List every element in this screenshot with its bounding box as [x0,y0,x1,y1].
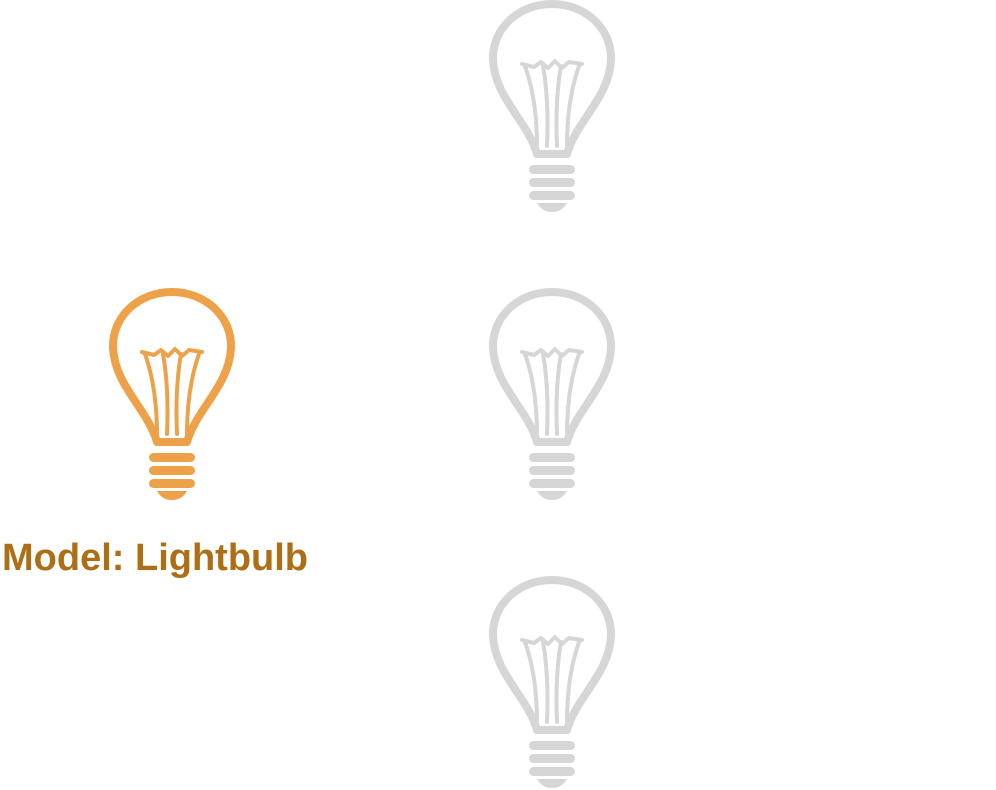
lightbulb-icon [489,0,615,214]
lightbulb-icon [489,288,615,502]
instance-lightbulb-1 [489,0,615,214]
model-lightbulb [109,288,235,502]
model-label: Model: Lightbulb [2,537,309,579]
instance-lightbulb-2 [489,288,615,502]
lightbulb-icon [109,288,235,502]
lightbulb-icon [489,576,615,790]
instance-lightbulb-3 [489,576,615,790]
